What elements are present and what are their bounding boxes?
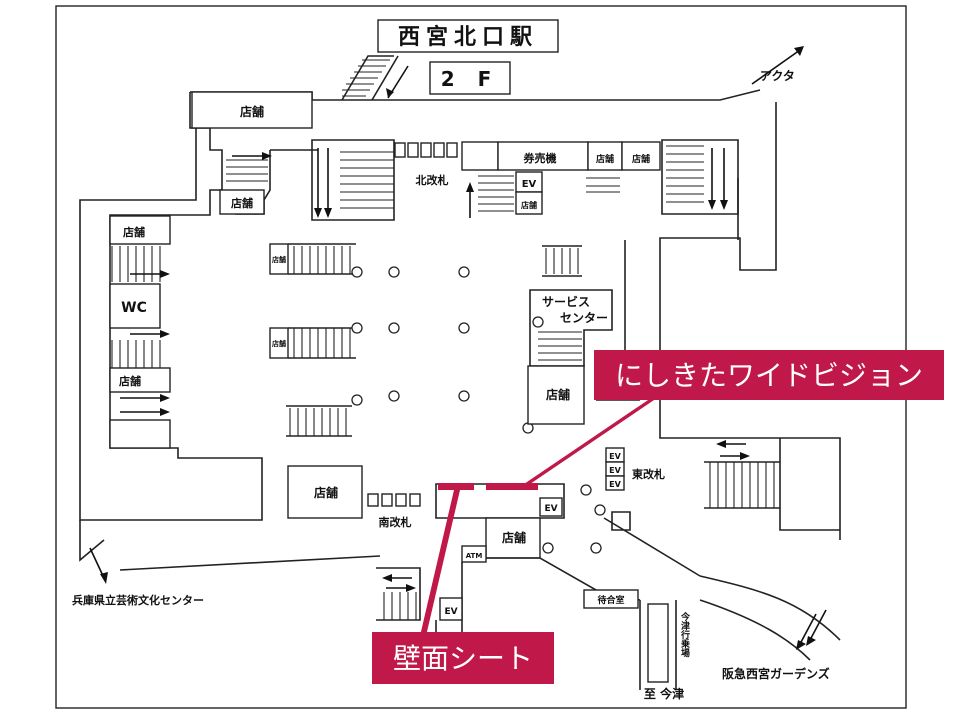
- ev-south: [539, 497, 563, 517]
- north-gate-row: [394, 142, 458, 158]
- service-stairs: [538, 331, 582, 361]
- svg-text:店舗: 店舗: [231, 196, 253, 210]
- akta-label: アクタ: [760, 69, 795, 83]
- shop-top-2: [621, 141, 661, 171]
- west-stairs-2: [111, 340, 161, 368]
- waiting-room-label: 待合室: [597, 594, 624, 606]
- svg-text:店舗: 店舗: [272, 255, 286, 264]
- ev-south-lower: [439, 597, 463, 621]
- waiting-room: [583, 589, 639, 609]
- west-lower-box: [109, 419, 171, 449]
- wall-sheet-marker: [438, 483, 474, 490]
- shop-left-small: [219, 189, 265, 215]
- east-upper-stairs-frame: [661, 139, 739, 215]
- central-stair-3: [289, 408, 347, 436]
- east-gate-walls: [603, 511, 701, 577]
- shop-label-1: 店舗: [240, 104, 264, 119]
- station-name-box: [377, 19, 559, 53]
- svg-text:EV: EV: [522, 179, 537, 190]
- entrance-walls: [341, 55, 399, 101]
- pillars: [351, 266, 606, 554]
- north-stairs-right: [478, 175, 514, 212]
- floor-box: [429, 61, 511, 95]
- north-gate-label: 北改札: [416, 173, 449, 187]
- wall-sheet-callout-text: 壁面シート: [393, 642, 533, 675]
- station-name: 西宮北口駅: [398, 24, 538, 50]
- svg-text:店舗: 店舗: [502, 530, 526, 545]
- imazu-track: [647, 603, 669, 683]
- entrance-arrow-tip: [386, 88, 394, 98]
- east-lower-stairs: [709, 462, 775, 508]
- shop-south: [485, 517, 541, 559]
- atm-box: [461, 545, 487, 563]
- shop-east-center: [527, 365, 585, 425]
- imazu-platform-label: 今津行乗場: [679, 611, 691, 658]
- east-walls: [659, 102, 841, 540]
- svg-text:店舗: 店舗: [521, 200, 537, 210]
- gardens-label: 阪急西宮ガーデンズ: [722, 666, 830, 681]
- shop-south-west: [287, 465, 363, 519]
- to-imazu-label: 至 今津: [644, 686, 684, 701]
- svg-text:店舗: 店舗: [546, 387, 570, 402]
- atm-label: ATM: [466, 552, 483, 560]
- svg-text:店舗: 店舗: [272, 339, 286, 348]
- shop-north-small: [515, 191, 543, 215]
- service-center-label-1: サービス: [542, 294, 590, 309]
- central-stair-right: [545, 248, 579, 274]
- ticket-machines-label: 券売機: [523, 151, 557, 165]
- svg-text:EV: EV: [609, 452, 621, 461]
- central-stair-2: 店舗: [269, 327, 356, 359]
- svg-text:EV: EV: [544, 504, 557, 514]
- wc-room: [109, 283, 161, 329]
- vision-callout-line: [524, 396, 660, 484]
- ev-east-3: [605, 475, 625, 491]
- svg-text:店舗: 店舗: [632, 153, 650, 165]
- shop-west-1: [109, 215, 171, 245]
- svg-text:EV: EV: [609, 480, 621, 489]
- svg-text:EV: EV: [609, 466, 621, 475]
- top-box-1: [461, 141, 499, 171]
- north-stairs-frame: [311, 139, 395, 221]
- svg-text:店舗: 店舗: [119, 374, 141, 388]
- gardens-arrow: [809, 609, 827, 641]
- vision-marker: [486, 483, 538, 490]
- east-upper-stairs: [666, 145, 704, 203]
- wall-sheet-callout-line: [420, 490, 460, 636]
- akta-arrow: [751, 49, 801, 85]
- arts-center-label: 兵庫県立芸術文化センター: [72, 593, 204, 607]
- central-stair-1: 店舗: [269, 243, 356, 275]
- floor-label: 2 F: [441, 67, 500, 91]
- west-walls: [79, 92, 263, 521]
- shop-upper-left: [191, 91, 313, 129]
- vision-callout-box: [594, 350, 944, 400]
- svg-text:店舗: 店舗: [123, 225, 145, 239]
- wall-sheet-callout-box: [372, 632, 554, 684]
- arts-center-arrow: [89, 547, 105, 579]
- north-stairs-center: [340, 151, 394, 209]
- upper-left-stairs: [226, 159, 268, 182]
- vision-callout-text: にしきたワイドビジョン: [615, 359, 923, 392]
- east-gate-label: 東改札: [632, 467, 665, 481]
- south-gate-row: [367, 493, 421, 507]
- west-stairs-1: [111, 246, 161, 282]
- service-center-label-2: センター: [560, 311, 608, 325]
- wc-label: WC: [121, 300, 147, 316]
- south-gate-label: 南改札: [379, 515, 412, 529]
- shop-west-2: [109, 367, 171, 393]
- svg-text:店舗: 店舗: [596, 153, 614, 165]
- svg-text:店舗: 店舗: [314, 485, 338, 500]
- svg-text:EV: EV: [444, 607, 457, 617]
- south-west-stairs: [383, 592, 417, 620]
- north-stairs-far-right: [586, 169, 620, 193]
